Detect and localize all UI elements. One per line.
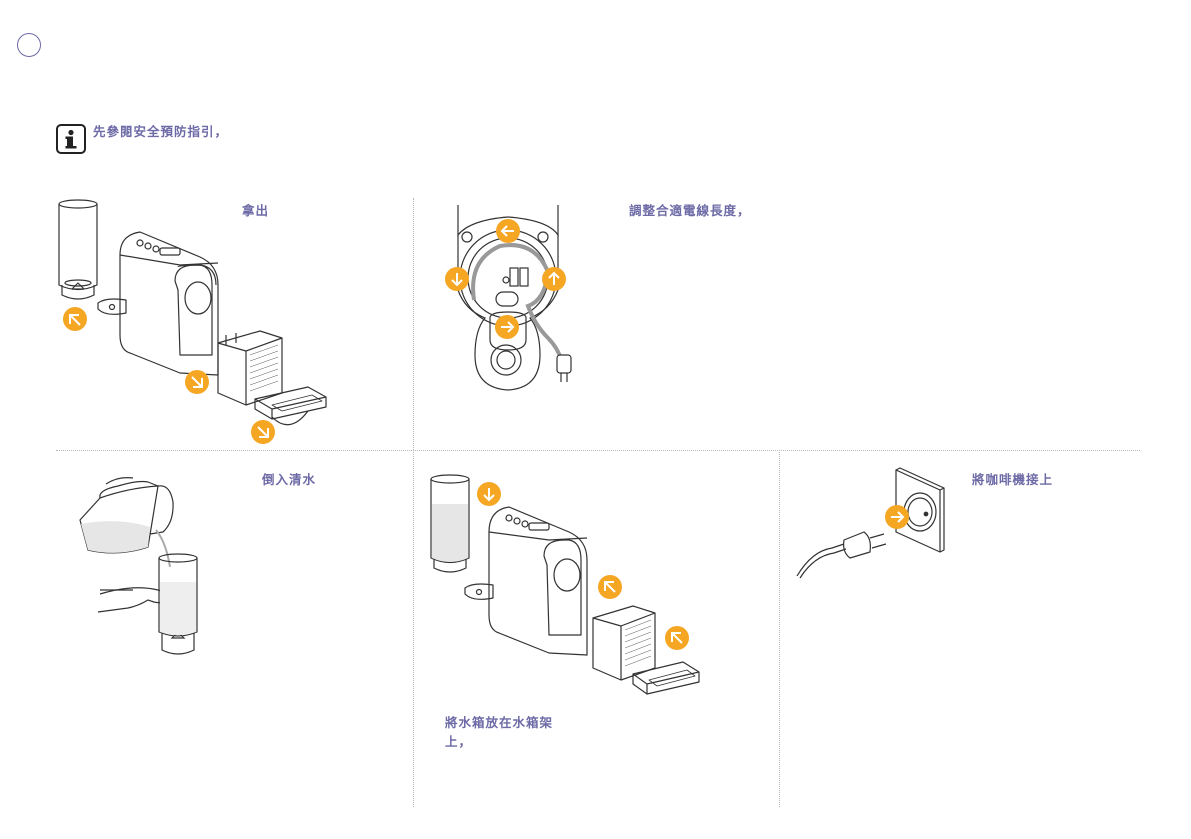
step-4-text-line2: 上， bbox=[445, 732, 472, 751]
step-2-text: 調整合適電線長度， bbox=[629, 201, 751, 220]
cable-adjust-illustration bbox=[440, 200, 600, 400]
page-number-circle bbox=[17, 33, 41, 57]
pour-water-illustration bbox=[78, 472, 228, 662]
safety-note: 先參閱安全預防指引， bbox=[93, 122, 228, 141]
tank-placement-illustration bbox=[425, 470, 705, 700]
step-5-text: 將咖啡機接上 bbox=[972, 470, 1053, 489]
divider bbox=[413, 198, 414, 450]
divider bbox=[56, 450, 1140, 451]
step-3-text: 倒入清水 bbox=[262, 470, 316, 489]
divider bbox=[413, 452, 414, 807]
machine-disassembly-illustration bbox=[50, 195, 350, 445]
divider bbox=[779, 452, 780, 807]
plug-in-illustration bbox=[792, 466, 952, 586]
step-4-text-line1: 將水箱放在水箱架 bbox=[445, 713, 553, 732]
info-icon bbox=[56, 124, 86, 154]
